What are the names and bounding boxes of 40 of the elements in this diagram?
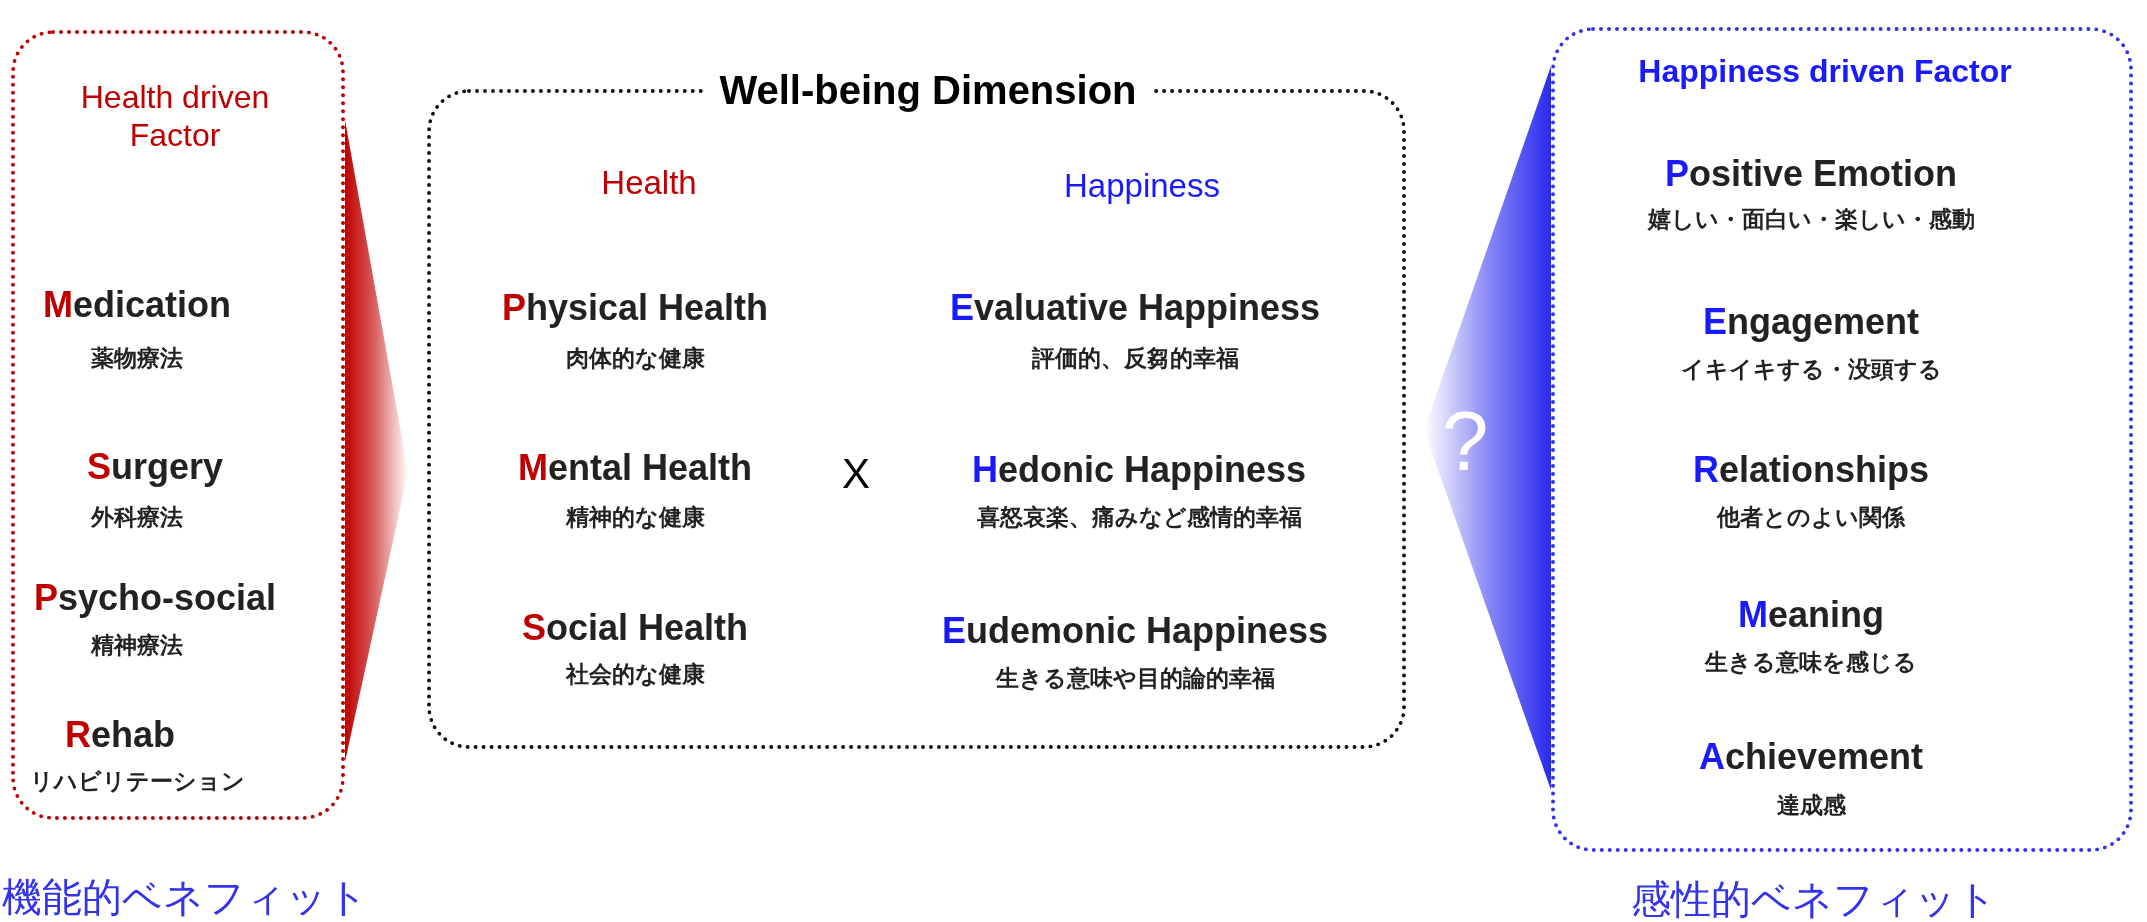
item-name: Achievement — [1698, 735, 1924, 779]
item-name: Positive Emotion — [1665, 152, 1957, 196]
item-description: 評価的、反芻的幸福 — [1031, 345, 1239, 373]
benefit-caption: 機能的ベネフィット — [2, 874, 368, 921]
box-heading: Happiness driven Factor — [1638, 51, 2012, 91]
column-heading: Happiness — [1064, 166, 1220, 206]
item-name: Eudemonic Happiness — [941, 609, 1329, 653]
item-name: Psycho-social — [33, 576, 277, 620]
multiply-sign: X — [842, 448, 870, 499]
item-description: 社会的な健康 — [565, 661, 705, 689]
item-description: 肉体的な健康 — [565, 345, 705, 373]
item-name: Physical Health — [501, 286, 769, 330]
item-description: リハビリテーション — [29, 768, 245, 796]
item-description: 生きる意味や目的論的幸福 — [995, 665, 1275, 693]
item-name: Medication — [43, 283, 231, 327]
item-description: 他者とのよい関係 — [1717, 504, 1905, 532]
box-heading: Health driven Factor — [79, 77, 271, 155]
question-mark: ? — [1441, 392, 1489, 490]
item-name: Mental Health — [518, 446, 752, 490]
item-description: 精神療法 — [91, 632, 183, 660]
rounded-box — [11, 30, 345, 820]
item-description: 嬉しい・面白い・楽しい・感動 — [1647, 206, 1975, 234]
item-name: Relationships — [1693, 448, 1929, 492]
item-name: Rehab — [65, 713, 175, 757]
rounded-box — [1551, 27, 2133, 852]
item-description: 精神的な健康 — [565, 504, 705, 532]
column-heading: Health — [601, 163, 697, 203]
item-description: イキイキする・没頭する — [1680, 356, 1942, 384]
item-description: 喜怒哀楽、痛みなど感情的幸福 — [976, 504, 1302, 532]
item-description: 外科療法 — [91, 504, 183, 532]
item-name: Social Health — [521, 606, 749, 650]
item-name: Evaluative Happiness — [949, 286, 1321, 330]
item-description: 生きる意味を感じる — [1705, 649, 1917, 677]
benefit-caption: 感性的ベネフィット — [1631, 876, 1997, 922]
item-name: Hedonic Happiness — [971, 448, 1307, 492]
item-name: Engagement — [1703, 300, 1919, 344]
item-description: 達成感 — [1776, 792, 1846, 820]
item-name: Surgery — [86, 445, 224, 489]
item-description: 薬物療法 — [91, 345, 183, 373]
item-name: Meaning — [1738, 593, 1884, 637]
